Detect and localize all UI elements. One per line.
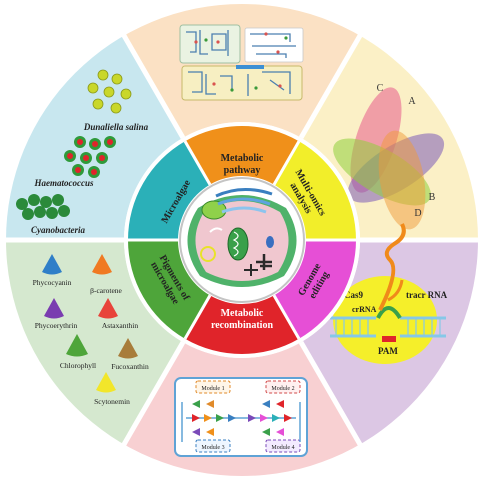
label-metabolic-recombination-line2: recombination: [211, 320, 273, 331]
center-cell: [179, 177, 305, 303]
label-metabolic-pathway-line2: pathway: [224, 165, 261, 176]
cas9-protein: [333, 276, 437, 364]
venn-label-d: D: [414, 208, 421, 219]
dunaliella-cells: [87, 69, 132, 114]
venn-label-b: B: [429, 192, 436, 203]
modules-diagram: Module 1 Module 2 Module 3 Module 4: [174, 377, 308, 457]
pigment-label-chlorophyll: Chlorophyll: [60, 361, 96, 370]
sector-bottom-left: [6, 240, 183, 448]
pigment-label-phycocyanin: Phycocyanin: [33, 278, 72, 287]
crispr-label-pam: PAM: [378, 346, 398, 356]
crispr-label-tracr: tracr RNA: [406, 290, 448, 300]
species-label-haematococcus: Haematococcus: [34, 178, 94, 188]
pigment-label-scytonemin: Scytonemin: [94, 397, 130, 406]
cone-phycoerythrin: [44, 298, 64, 319]
inner-seg-microalgae: [128, 141, 210, 240]
cone-scytonemin: [96, 372, 116, 393]
inner-separators: [128, 140, 356, 340]
cone-chlorophyll: [66, 334, 88, 357]
crispr-label-crrna: crRNA: [352, 305, 377, 314]
crispr-diagram: Cas9 tracr RNA crRNA PAM: [330, 223, 448, 364]
venn-label-a: A: [408, 96, 416, 107]
inner-seg-multi-omics: [274, 141, 356, 240]
pigment-label-fucoxanthin: Fucoxanthin: [111, 362, 149, 371]
inner-ring: [128, 126, 356, 354]
species-label-dunaliella: Dunaliella salina: [83, 122, 149, 132]
cone-phycocyanin: [42, 254, 62, 275]
sector-separators: [2, 30, 482, 450]
venn-set-d: [378, 130, 426, 230]
microalgae-cells: Dunaliella salina Haematococcus Cyanobac…: [16, 69, 149, 235]
cone-fucoxanthin: [118, 338, 138, 359]
inner-seg-pigments: [128, 240, 210, 339]
cone-beta-carotene: [92, 254, 112, 275]
species-label-cyanobacteria: Cyanobacteria: [31, 225, 85, 235]
inner-seg-metabolic-pathway: [185, 126, 299, 185]
pigment-label-beta-carotene: β-carotene: [90, 286, 122, 295]
label-metabolic-pathway-line1: Metabolic: [221, 153, 264, 164]
pigment-label-astaxanthin: Astaxanthin: [102, 321, 138, 330]
venn-diagram: C A B D: [333, 83, 445, 230]
pigment-label-phycoerythrin: Phycoerythrin: [35, 321, 78, 330]
venn-label-c: C: [377, 83, 384, 94]
crispr-label-cas9: Cas9: [344, 290, 364, 300]
modules-frame: [174, 377, 308, 457]
cone-astaxanthin: [98, 298, 118, 319]
cyanobacteria-cells: [16, 194, 70, 220]
module-1-label: Module 1: [201, 386, 224, 392]
module-3-label: Module 3: [201, 445, 224, 451]
pathway-schematic: [179, 24, 304, 101]
module-4-label: Module 4: [271, 445, 294, 451]
module-2-label: Module 2: [271, 386, 294, 392]
label-metabolic-recombination-line1: Metabolic: [221, 308, 264, 319]
inner-seg-metabolic-recombination: [185, 295, 299, 354]
haematococcus-cells: [64, 136, 116, 178]
pigments-cones: Phycocyanin β-carotene Phycoerythrin Ast…: [33, 254, 149, 406]
sector-top-left: [6, 32, 183, 240]
inner-seg-genome-editing: [274, 240, 356, 339]
pam-marker: [382, 336, 396, 342]
